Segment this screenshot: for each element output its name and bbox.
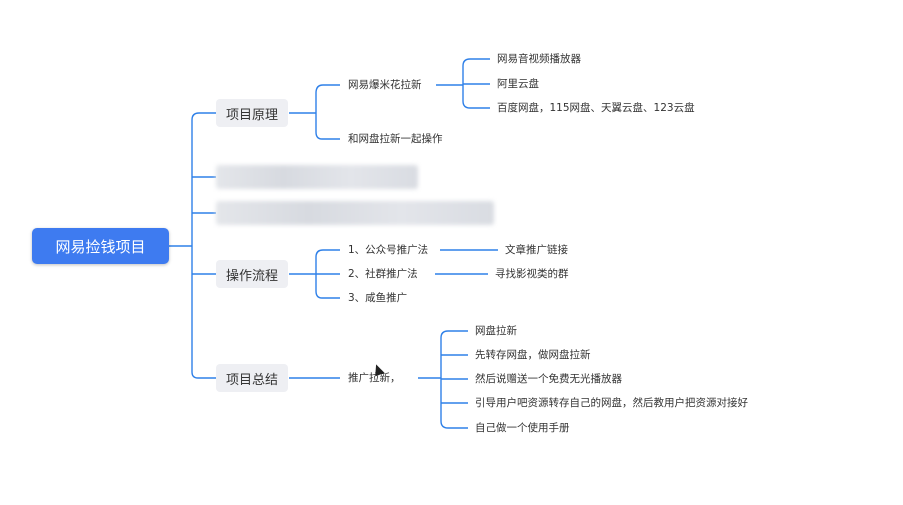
- leaf-article-link[interactable]: 文章推广链接: [505, 244, 568, 256]
- leaf-find-groups[interactable]: 寻找影视类的群: [495, 268, 569, 280]
- node-community-promo[interactable]: 2、社群推广法: [348, 268, 418, 280]
- node-xianyu-promo[interactable]: 3、咸鱼推广: [348, 292, 408, 304]
- leaf-summary-2[interactable]: 先转存网盘，做网盘拉新: [475, 349, 591, 361]
- node-wechat-promo[interactable]: 1、公众号推广法: [348, 244, 429, 256]
- root-node[interactable]: 网易捡钱项目: [32, 228, 169, 264]
- branch-label: 操作流程: [225, 268, 278, 284]
- branch-principle[interactable]: 项目原理: [216, 99, 288, 127]
- leaf-summary-4[interactable]: 引导用户吧资源转存自己的网盘，然后教用户把资源对接好: [475, 397, 748, 409]
- leaf-aliyun[interactable]: 阿里云盘: [497, 78, 539, 90]
- leaf-summary-1[interactable]: 网盘拉新: [475, 325, 517, 337]
- blurred-branch: [216, 165, 418, 189]
- branch-label: 项目原理: [225, 107, 278, 123]
- leaf-summary-3[interactable]: 然后说赠送一个免费无光播放器: [475, 373, 622, 385]
- blurred-branch: [216, 201, 494, 225]
- node-with-netdisk[interactable]: 和网盘拉新一起操作: [348, 133, 443, 145]
- branch-process[interactable]: 操作流程: [216, 260, 288, 288]
- leaf-player[interactable]: 网易音视频播放器: [497, 53, 581, 65]
- node-wangyi-popcorn[interactable]: 网易爆米花拉新: [348, 79, 422, 91]
- branch-summary[interactable]: 项目总结: [216, 364, 288, 392]
- leaf-summary-5[interactable]: 自己做一个使用手册: [475, 422, 570, 434]
- node-promo-signup[interactable]: 推广拉新，: [348, 372, 401, 384]
- leaf-netdisks[interactable]: 百度网盘，115网盘、天翼云盘、123云盘: [497, 102, 695, 114]
- branch-label: 项目总结: [225, 372, 278, 388]
- root-label: 网易捡钱项目: [55, 237, 146, 256]
